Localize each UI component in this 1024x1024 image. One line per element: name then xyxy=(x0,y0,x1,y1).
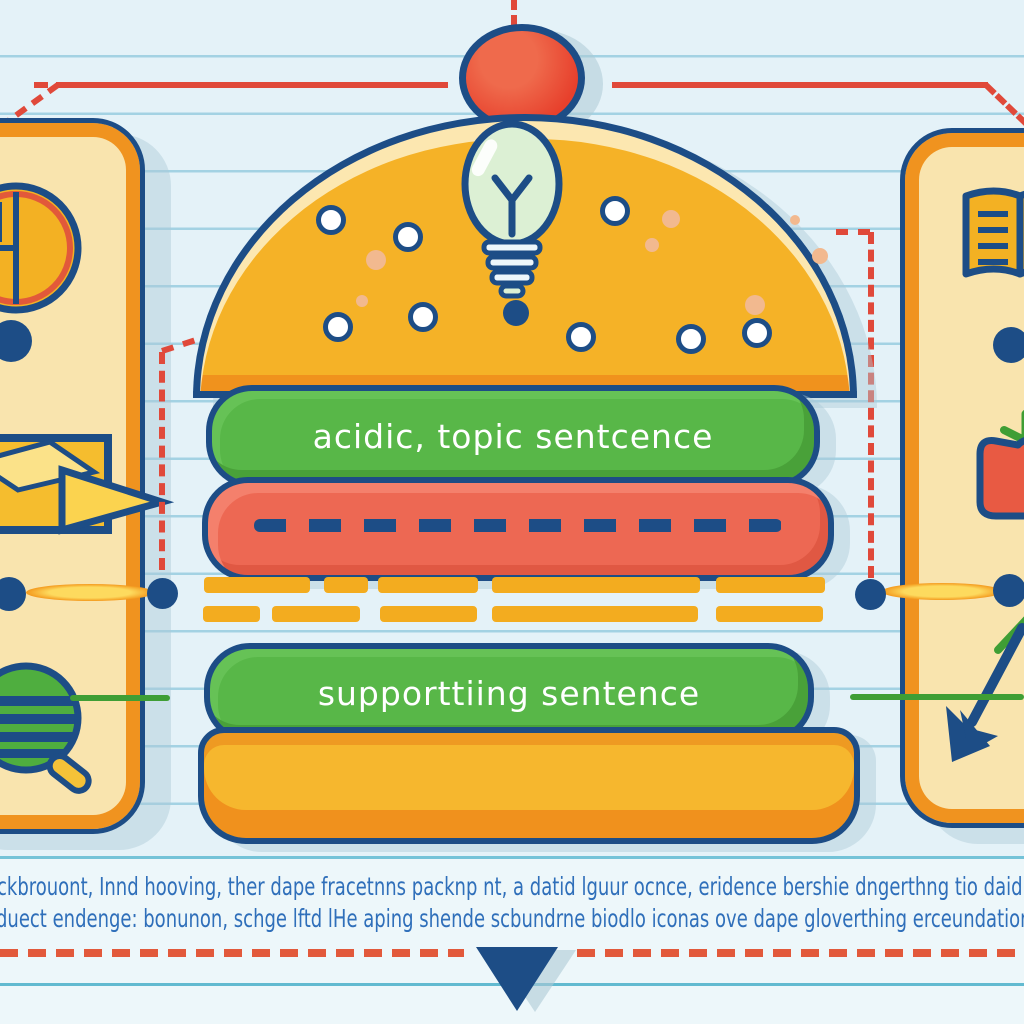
send-arrow-icon xyxy=(0,434,175,535)
cheese-dash xyxy=(204,577,310,593)
bun-crumb xyxy=(366,250,386,270)
footer-dashed-line-right xyxy=(577,949,1024,957)
bun-crumb xyxy=(790,215,800,225)
open-book-icon xyxy=(962,187,1024,278)
sesame-seed xyxy=(600,196,630,226)
left-green-line xyxy=(70,695,170,701)
tomato-band-dashes xyxy=(254,519,782,532)
footer-caption-line-2: duect endenge: bonunon, schge lftd lHe a… xyxy=(0,904,1024,933)
footer-dashed-line-left xyxy=(0,949,464,957)
tomato-band xyxy=(202,477,834,581)
sesame-seed xyxy=(393,222,423,252)
cheese-dash xyxy=(378,577,478,593)
cheese-dash xyxy=(716,577,825,593)
tomato-icon xyxy=(976,409,1024,520)
right-connector-dot-inner xyxy=(993,574,1024,607)
top-center-tick-upper xyxy=(511,0,517,10)
bun-crumb xyxy=(356,295,368,307)
cheese-dash xyxy=(380,606,477,622)
footer-top-rule xyxy=(0,856,1024,859)
right-dashed-vertical xyxy=(868,232,874,578)
sesame-seed xyxy=(323,312,353,342)
down-left-arrow-icon xyxy=(946,616,1024,762)
top-connector-left xyxy=(56,82,448,88)
sesame-seed xyxy=(408,302,438,332)
left-dashed-vertical xyxy=(159,352,165,570)
navy-seed-dot xyxy=(503,300,529,326)
left-connector-dot-inner xyxy=(0,577,26,611)
topic-sentence-label: acidic, topic sentcence xyxy=(312,417,714,456)
cheese-dash xyxy=(324,577,368,593)
lightbulb-icon xyxy=(461,120,563,299)
bun-crumb xyxy=(645,238,659,252)
cheese-dash xyxy=(492,577,700,593)
down-triangle-icon xyxy=(476,947,558,1011)
footer-caption-line-1: ickbrouont, Innd hooving, ther dape frac… xyxy=(0,872,1024,901)
bottom-bun xyxy=(198,727,860,844)
supporting-sentence-label: supporttiing sentence xyxy=(317,673,701,713)
left-connector-lens xyxy=(26,584,154,601)
sesame-seed xyxy=(676,324,706,354)
right-panel-bullet-dot xyxy=(993,327,1024,363)
cheese-dash xyxy=(716,606,823,622)
sesame-seed xyxy=(742,318,772,348)
pie-chart-icon xyxy=(0,182,82,314)
bun-crumb xyxy=(812,248,828,264)
magnifier-icon xyxy=(0,662,92,794)
cheese-dash xyxy=(203,606,260,622)
right-connector-lens xyxy=(882,583,1002,600)
left-connector-dot-outer xyxy=(147,578,178,609)
top-connector-dash xyxy=(34,82,48,88)
sesame-seed xyxy=(316,205,346,235)
right-green-line xyxy=(850,694,1024,700)
top-connector-right xyxy=(612,82,988,88)
sesame-seed xyxy=(566,322,596,352)
topic-sentence-band: acidic, topic sentcence xyxy=(206,385,820,488)
cheese-dash xyxy=(272,606,360,622)
bun-crumb xyxy=(662,210,680,228)
bun-crumb xyxy=(745,295,765,315)
cheese-dash xyxy=(492,606,698,622)
supporting-sentence-band: supporttiing sentence xyxy=(204,643,814,743)
right-connector-dot-outer xyxy=(855,579,886,610)
right-dashed-stub xyxy=(836,229,870,235)
